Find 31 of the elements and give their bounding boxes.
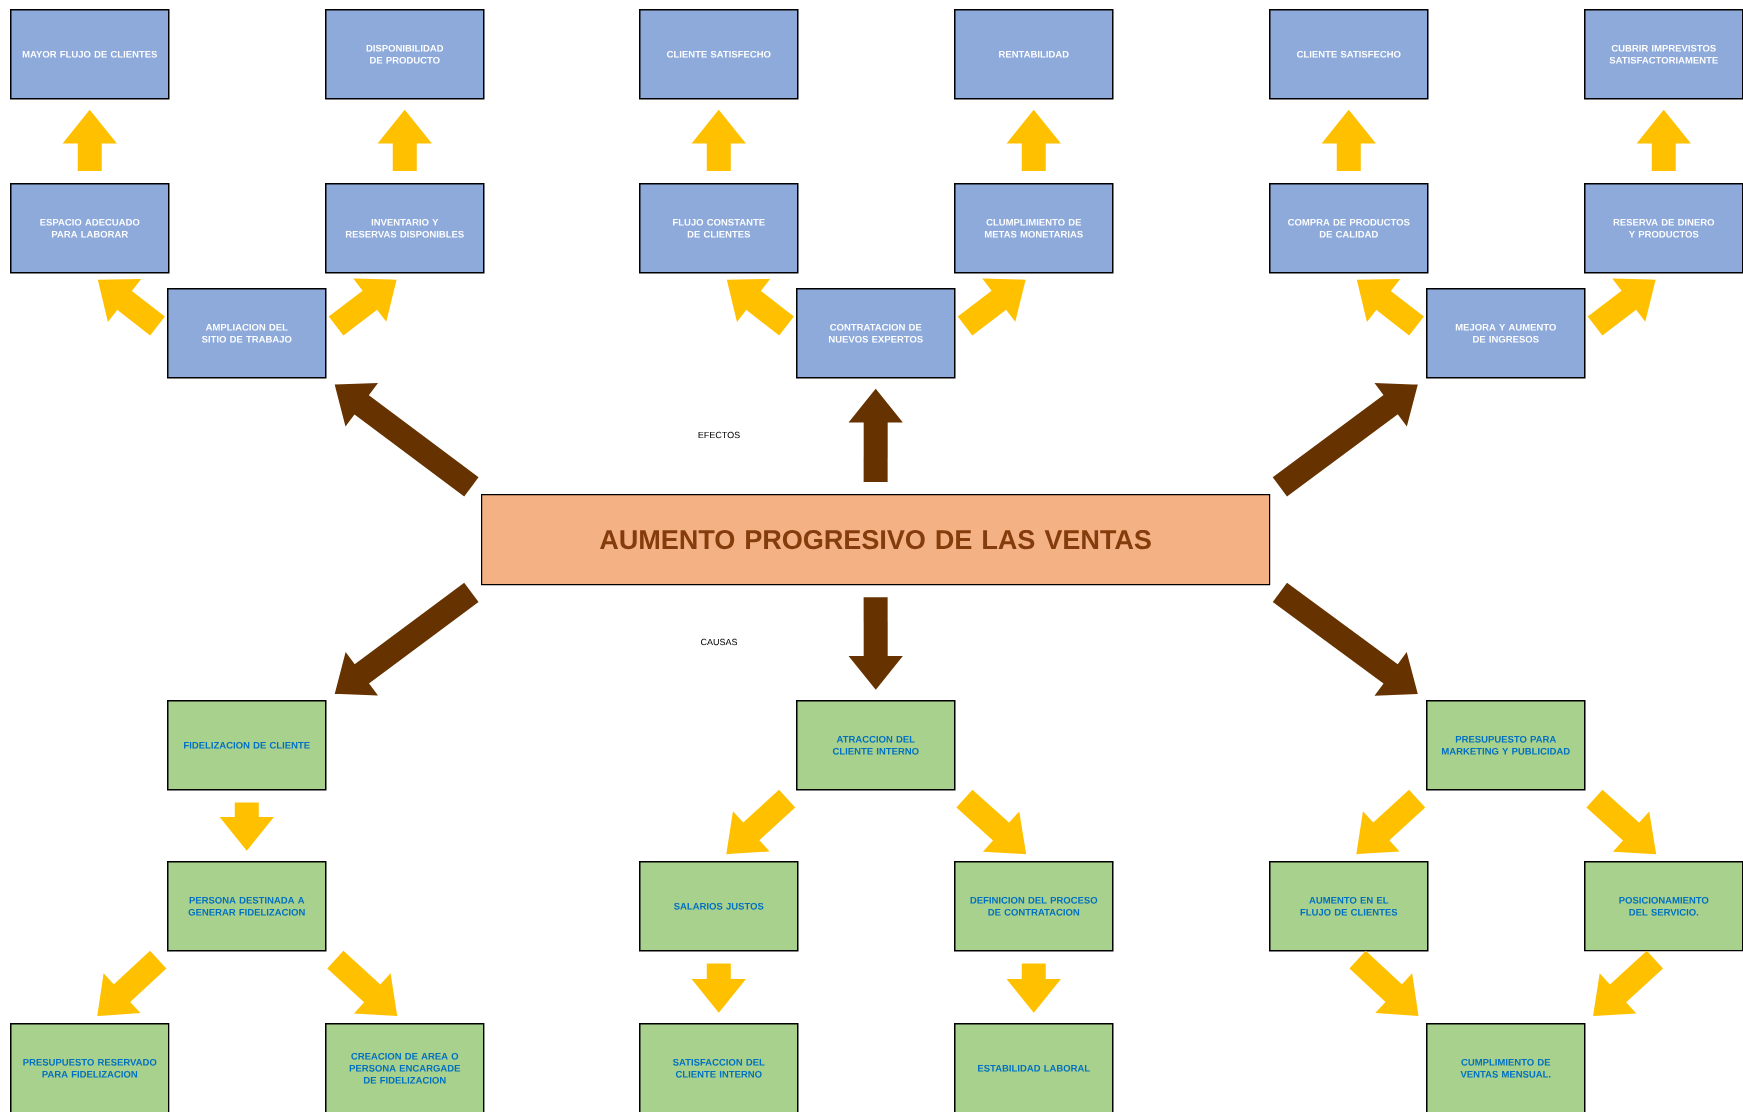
- cause-box: SATISFACCION DEL CLIENTE INTERNO: [639, 1023, 799, 1112]
- effect-box: CONTRATACION DE NUEVOS EXPERTOS: [796, 288, 956, 379]
- effect-box: CLUMPLIMIENTO DE METAS MONETARIAS: [954, 183, 1114, 274]
- effect-box: INVENTARIO Y RESERVAS DISPONIBLES: [325, 183, 485, 274]
- cause-box: ATRACCION DEL CLIENTE INTERNO: [796, 700, 956, 791]
- effect-box: MEJORA Y AUMENTO DE INGRESOS: [1426, 288, 1586, 379]
- effect-box: MAYOR FLUJO DE CLIENTES: [10, 9, 170, 100]
- effect-box: FLUJO CONSTANTE DE CLIENTES: [639, 183, 799, 274]
- effect-box: RENTABILIDAD: [954, 9, 1114, 100]
- cause-box: SALARIOS JUSTOS: [639, 861, 799, 952]
- effect-box: CUBRIR IMPREVISTOS SATISFACTORIAMENTE: [1584, 9, 1743, 100]
- effect-box: COMPRA DE PRODUCTOS DE CALIDAD: [1269, 183, 1429, 274]
- effect-box: CLIENTE SATISFECHO: [639, 9, 799, 100]
- cause-box: AUMENTO EN EL FLUJO DE CLIENTES: [1269, 861, 1429, 952]
- cause-box: POSICIONAMIENTO DEL SERVICIO.: [1584, 861, 1743, 952]
- section-label: EFECTOS: [698, 431, 740, 439]
- cause-box: FIDELIZACION DE CLIENTE: [167, 700, 327, 791]
- cause-box: ESTABILIDAD LABORAL: [954, 1023, 1114, 1112]
- cause-box: CUMPLIMIENTO DE VENTAS MENSUAL.: [1426, 1023, 1586, 1112]
- cause-box: PRESUPUESTO RESERVADO PARA FIDELIZACION: [10, 1023, 170, 1112]
- effect-box: AMPLIACION DEL SITIO DE TRABAJO: [167, 288, 327, 379]
- cause-box: CREACION DE AREA O PERSONA ENCARGADE DE FIDELIZACION: [325, 1023, 485, 1112]
- cause-box: PRESUPUESTO PARA MARKETING Y PUBLICIDAD: [1426, 700, 1586, 791]
- effect-box: CLIENTE SATISFECHO: [1269, 9, 1429, 100]
- problem-box: AUMENTO PROGRESIVO DE LAS VENTAS: [481, 494, 1271, 586]
- cause-box: PERSONA DESTINADA A GENERAR FIDELIZACION: [167, 861, 327, 952]
- effect-box: DISPONIBILIDAD DE PRODUCTO: [325, 9, 485, 100]
- effect-box: ESPACIO ADECUADO PARA LABORAR: [10, 183, 170, 274]
- section-label: CAUSAS: [700, 638, 738, 646]
- cause-box: DEFINICION DEL PROCESO DE CONTRATACION: [954, 861, 1114, 952]
- effect-box: RESERVA DE DINERO Y PRODUCTOS: [1584, 183, 1743, 274]
